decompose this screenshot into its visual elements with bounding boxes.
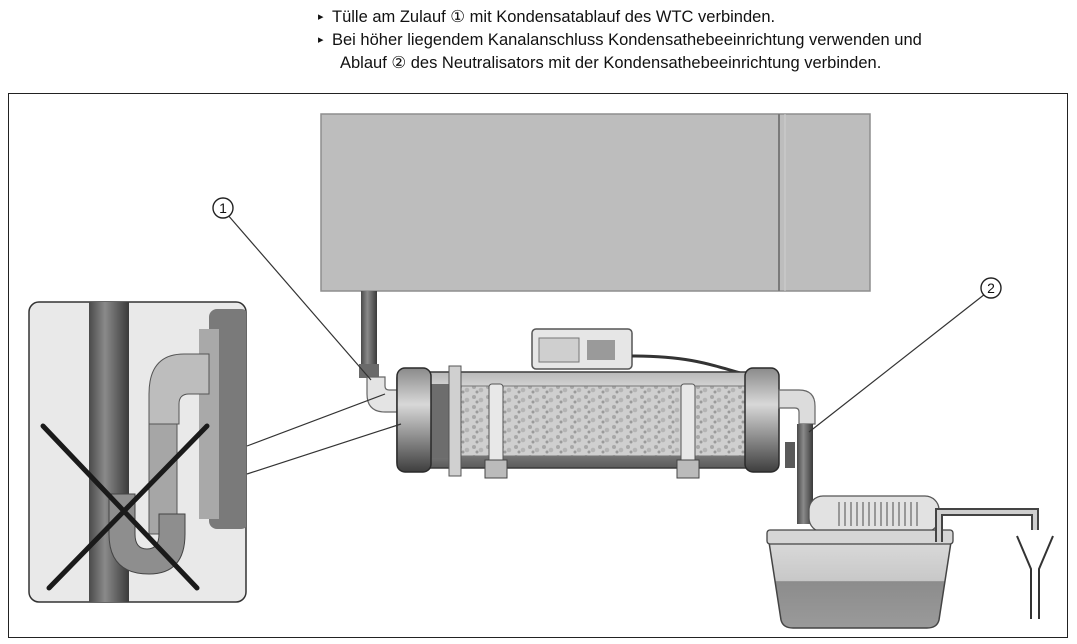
boiler-unit <box>320 113 871 292</box>
cross-out-icon <box>40 423 210 591</box>
instruction-item: ▸ Bei höher liegendem Kanalanschluss Kond… <box>318 29 1058 52</box>
bullet-icon: ▸ <box>318 34 324 46</box>
instruction-text: Bei höher liegendem Kanalanschluss Konde… <box>332 31 922 49</box>
installation-figure: 1 2 <box>8 93 1068 638</box>
instruction-text: Ablauf ② des Neutralisators mit der Kond… <box>340 54 882 72</box>
neutralizer-cartridge <box>366 328 816 479</box>
instruction-continuation: Ablauf ② des Neutralisators mit der Kond… <box>318 52 1058 75</box>
detail-wrong-siphon <box>28 301 247 603</box>
callout-leaders <box>226 213 986 475</box>
outlet-hose <box>785 424 813 524</box>
instructions: ▸ Tülle am Zulauf ① mit Kondensatablauf d… <box>318 6 1058 75</box>
callout-2: 2 <box>980 277 1002 299</box>
callout-2-label: 2 <box>987 280 995 296</box>
condensate-pump <box>766 495 1039 629</box>
installation-diagram: 1 2 <box>28 113 1054 629</box>
bullet-icon: ▸ <box>318 11 324 23</box>
condensate-drain-pipe <box>359 291 379 378</box>
callout-1: 1 <box>212 197 234 219</box>
callout-1-label: 1 <box>219 200 227 216</box>
instruction-text: Tülle am Zulauf ① mit Kondensatablauf de… <box>332 8 776 26</box>
drain-funnel <box>1016 535 1054 619</box>
instruction-item: ▸ Tülle am Zulauf ① mit Kondensatablauf d… <box>318 6 1058 29</box>
